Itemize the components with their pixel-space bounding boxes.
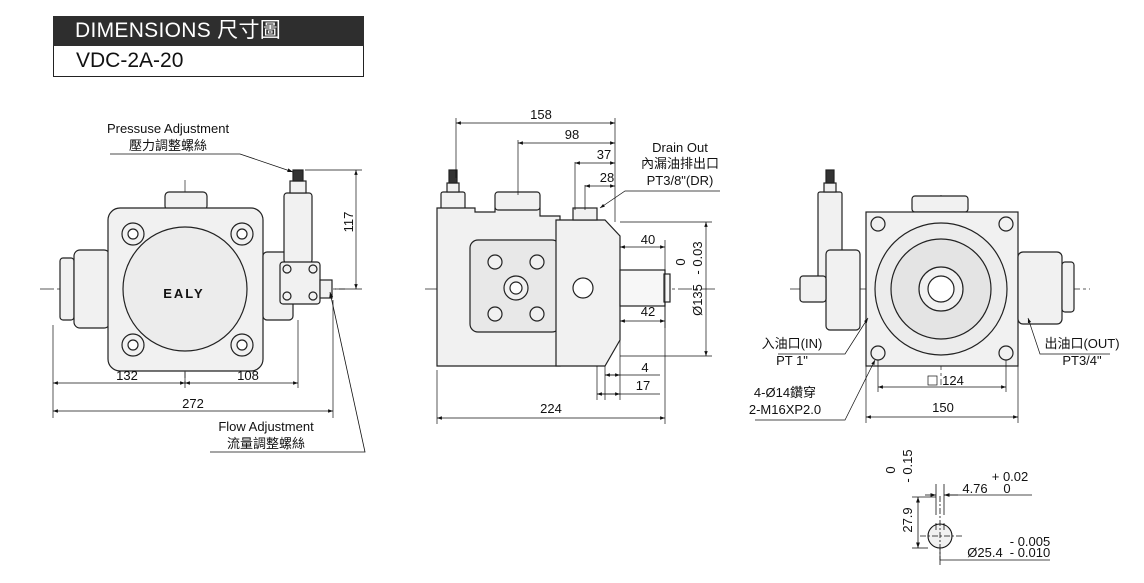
shaft-tolerance-lower: - 0.03 (690, 241, 705, 274)
inlet-port-size: PT 1" (776, 353, 808, 368)
drain-port-size: PT3/8"(DR) (647, 173, 714, 188)
key-shaft-diameter: Ø25.4 (967, 545, 1002, 560)
dim-117: 117 (341, 212, 356, 233)
dim-4: 4 (641, 360, 648, 375)
outlet-label: 出油口(OUT) (1044, 336, 1119, 351)
dim-124: 124 (942, 373, 964, 388)
tap-holes-label: 2-M16XP2.0 (749, 402, 821, 417)
shaft-diameter: Ø135 (690, 284, 705, 316)
drain-out-label-zh: 內漏油排出口 (641, 156, 719, 171)
flow-adjustment-label-zh: 流量調整螺絲 (227, 436, 305, 451)
flow-adjustment-label: Flow Adjustment (218, 419, 314, 434)
dim-272: 272 (182, 396, 204, 411)
drain-out-label: Drain Out (652, 140, 708, 155)
model-name: VDC-2A-20 (53, 46, 364, 77)
inlet-label: 入油口(IN) (762, 336, 823, 351)
dim-98: 98 (565, 127, 579, 142)
pressure-adjustment-label-zh: 壓力調整螺絲 (129, 138, 207, 153)
bolt-holes-label: 4-Ø14鑽穿 (754, 385, 816, 400)
shaft-tolerance-upper: 0 (673, 258, 688, 265)
key-width-tol-lower: 0 (1003, 481, 1010, 496)
dim-224: 224 (540, 401, 562, 416)
dim-158: 158 (530, 107, 552, 122)
dim-17: 17 (636, 378, 650, 393)
header-title: DIMENSIONS 尺寸圖 (53, 16, 364, 46)
key-height-tol-lower: - 0.15 (900, 449, 915, 482)
key-shaft-tol-upper: - 0.005 (1010, 534, 1050, 549)
rear-view (790, 169, 1090, 385)
key-height-tol-upper: 0 (883, 466, 898, 473)
pressure-adjustment-label: Pressuse Adjustment (107, 121, 230, 136)
dim-28: 28 (600, 170, 614, 185)
front-view (40, 169, 345, 385)
key-height: 27.9 (900, 507, 915, 532)
dim-37: 37 (597, 147, 611, 162)
dim-108: 108 (237, 368, 259, 383)
key-width: 4.76 (962, 481, 987, 496)
key-shaft-tol-lower: - 0.010 (1010, 545, 1050, 560)
outlet-port-size: PT3/4" (1062, 353, 1102, 368)
dim-132: 132 (116, 368, 138, 383)
key-detail (912, 484, 1050, 565)
key-width-tol-upper: + 0.02 (992, 469, 1029, 484)
dim-42: 42 (641, 304, 655, 319)
dim-40: 40 (641, 232, 655, 247)
brand-logo: EALY (163, 286, 204, 301)
dim-150: 150 (932, 400, 954, 415)
side-view (425, 169, 715, 367)
